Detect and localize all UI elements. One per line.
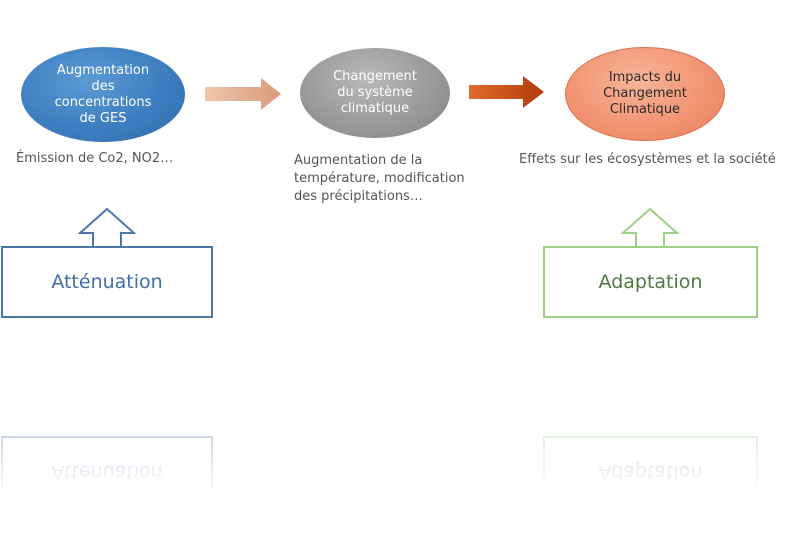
attenuation-box-reflection: Atténuation [1,436,213,508]
node-climate-impacts-label: Impacts du Changement Climatique [603,70,687,117]
boxes-reflection: Atténuation Adaptation [0,436,794,536]
adaptation-reflection-label: Adaptation [598,461,703,483]
up-arrow-attenuation-icon [78,208,136,248]
node-ges-concentration: Augmentation des concentrations de GES [21,47,185,142]
adaptation-label: Adaptation [598,271,703,293]
adaptation-box: Adaptation [543,246,758,318]
flow-arrow-1 [205,78,281,110]
caption-emissions: Émission de Co2, NO2… [16,151,174,166]
node-ges-concentration-label: Augmentation des concentrations de GES [54,62,152,126]
attenuation-label: Atténuation [51,271,163,293]
attenuation-box: Atténuation [1,246,213,318]
node-climate-change-label: Changement du système climatique [333,69,417,116]
flow-arrow-2 [469,76,544,108]
node-climate-impacts: Impacts du Changement Climatique [565,47,725,141]
adaptation-box-reflection: Adaptation [543,436,758,508]
caption-temperature: Augmentation de la température, modifica… [294,153,465,204]
caption-effects: Effets sur les écosystèmes et la société [519,152,776,167]
attenuation-reflection-label: Atténuation [51,461,163,483]
node-climate-change: Changement du système climatique [300,48,450,138]
up-arrow-adaptation-icon [621,208,679,248]
